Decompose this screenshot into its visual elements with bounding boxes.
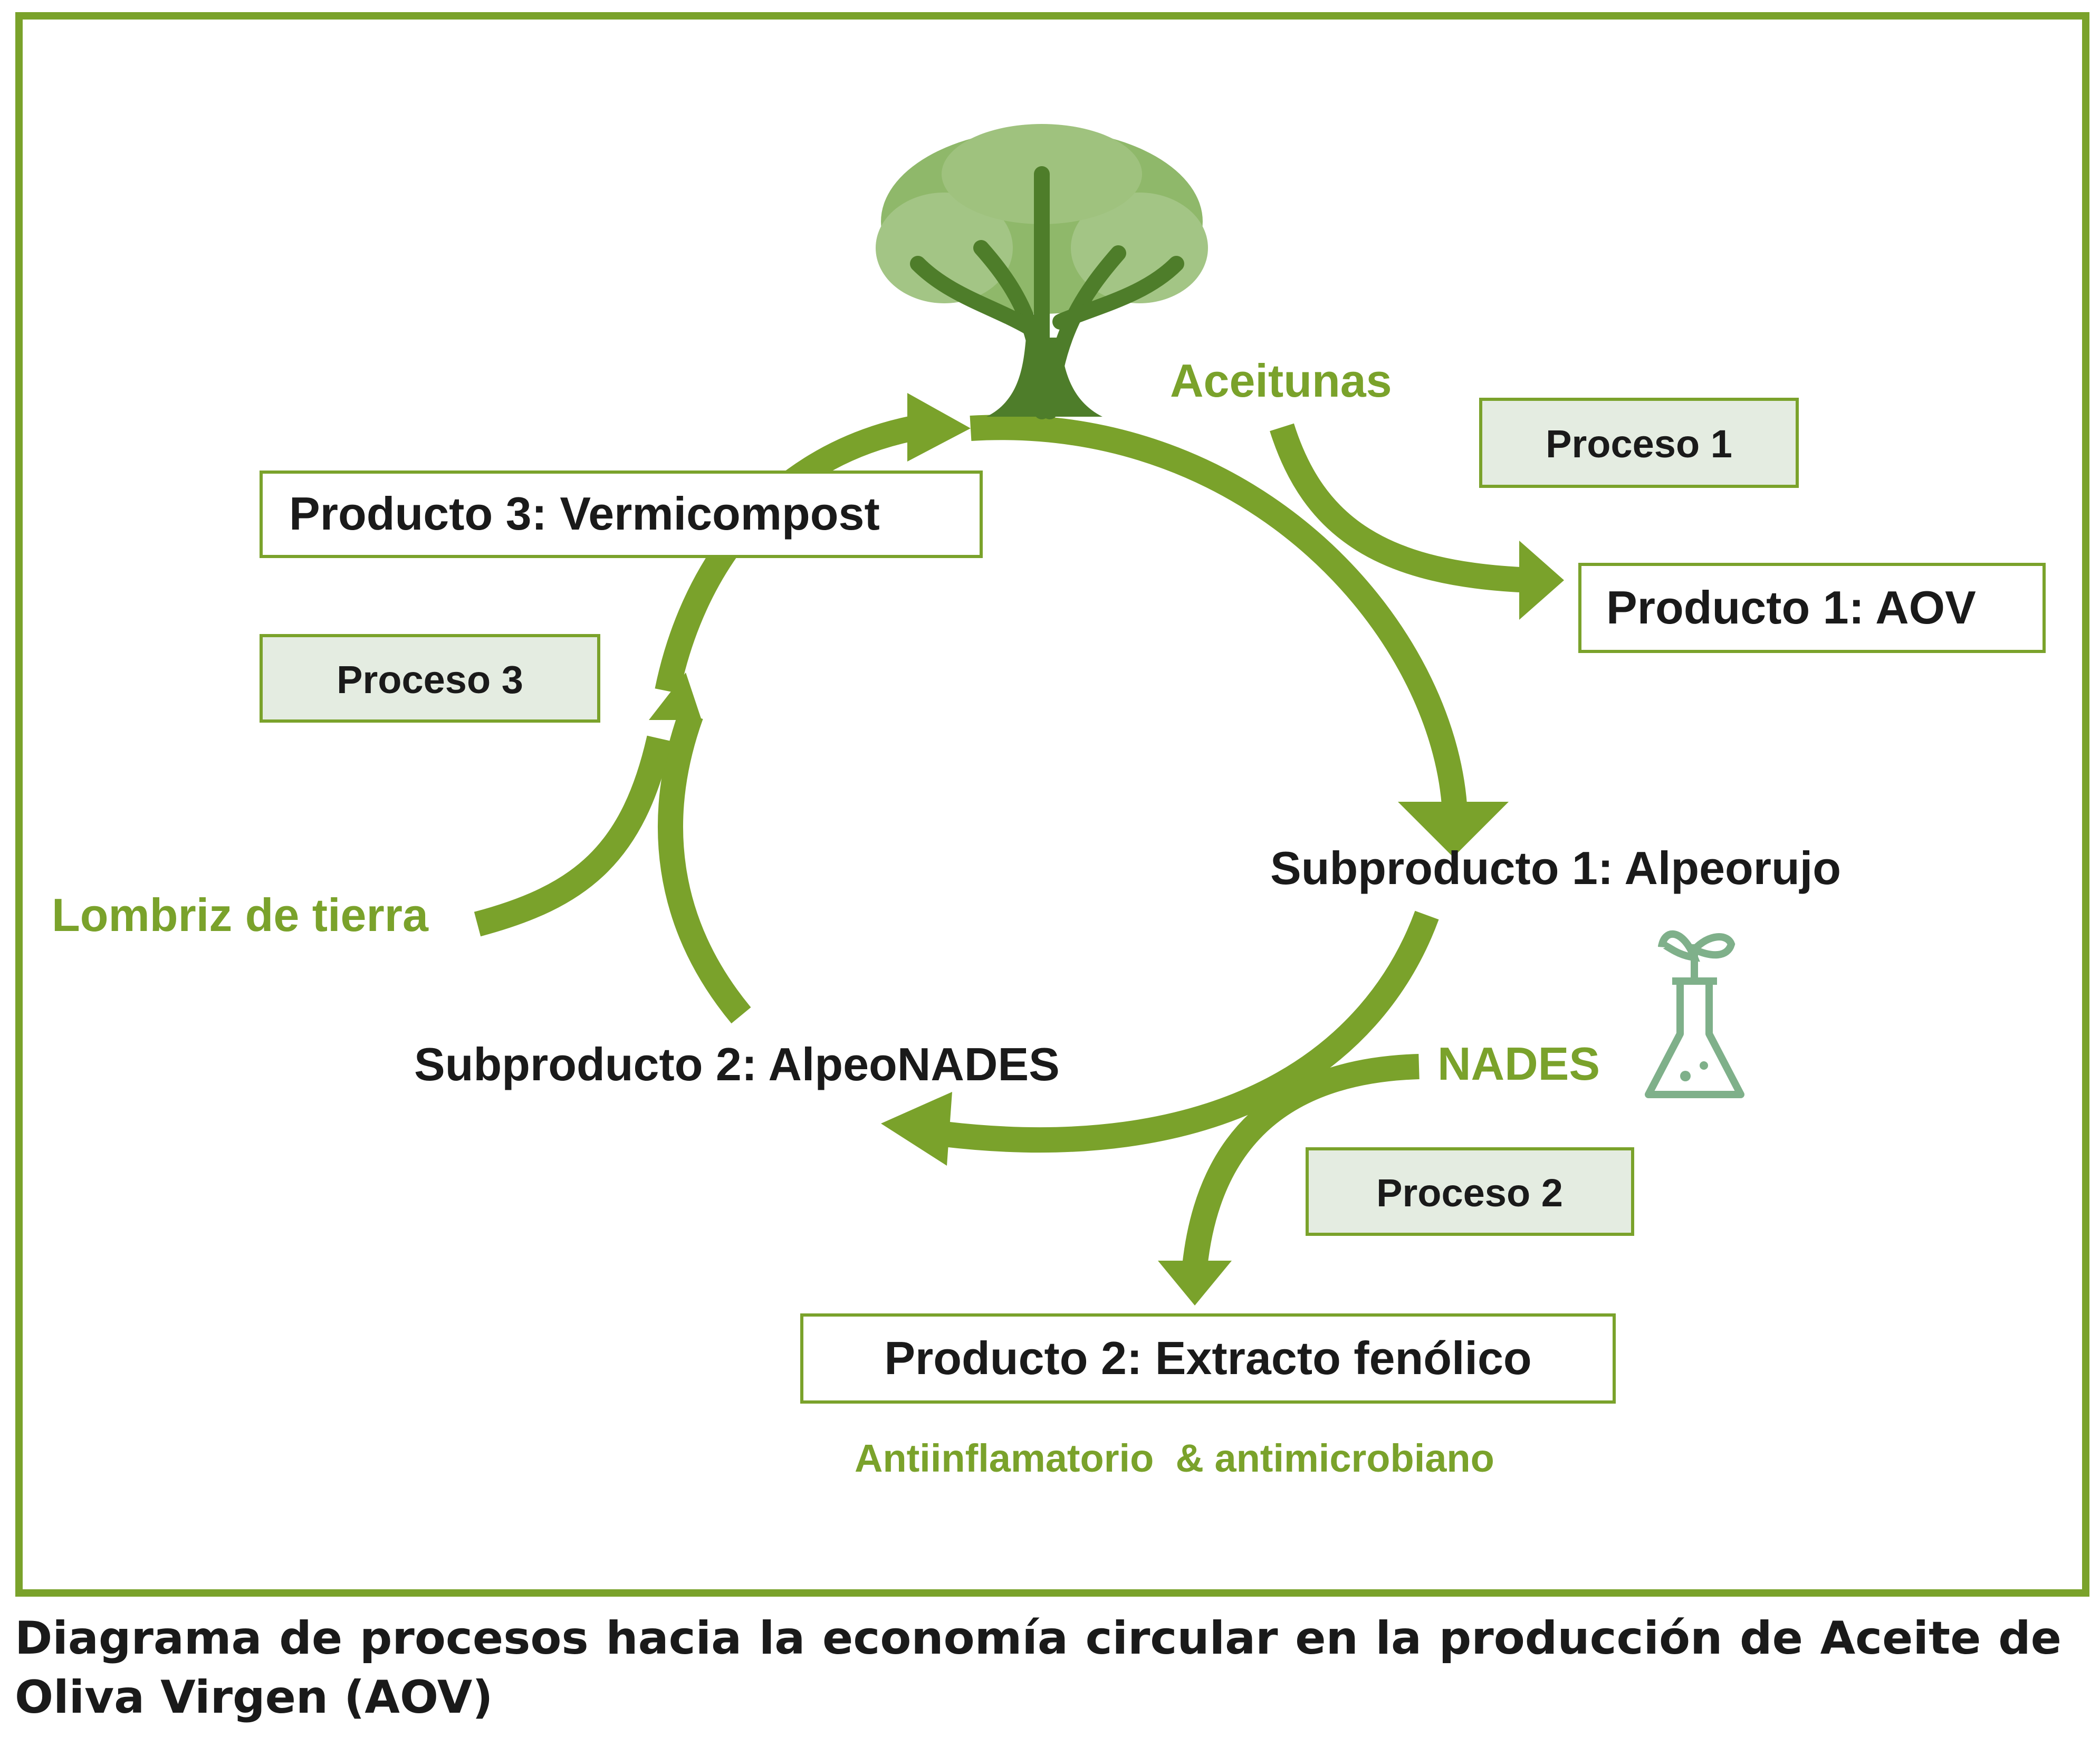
arc-sub1-to-sub2: [943, 910, 1439, 1153]
arc-nades-to-producto2: [1182, 1054, 1420, 1268]
arrowhead-producto1: [1519, 541, 1564, 620]
producto1-label: Producto 1: AOV: [1606, 581, 1976, 633]
subproducto1-label: Subproducto 1: Alpeorujo: [1270, 842, 1841, 894]
arrow-heads: [649, 393, 1564, 1306]
proceso2-box: [1306, 1147, 1634, 1236]
proceso1-label: Proceso 1: [1546, 422, 1732, 466]
arrowhead-sub1: [1398, 802, 1509, 857]
arc-sub2-upward: [658, 710, 751, 1024]
producto2-label: Producto 2: Extracto fenólico: [884, 1332, 1531, 1384]
flask-sprout-icon: [1645, 930, 1744, 1098]
figure-caption: Diagrama de procesos hacia la economía c…: [15, 1612, 2061, 1724]
arrowhead-sub2: [881, 1092, 952, 1166]
producto1-box: [1578, 563, 2046, 653]
antiinflamatorio-label: Antiinflamatorio & antimicrobiano: [855, 1436, 1494, 1480]
aceitunas-label: Aceitunas: [1170, 354, 1392, 407]
proceso3-box: [260, 634, 600, 723]
proceso3-label: Proceso 3: [337, 658, 523, 702]
producto3-label: Producto 3: Vermicompost: [289, 487, 880, 540]
lombriz-label: Lombriz de tierra: [52, 889, 429, 941]
producto2-box: [800, 1313, 1616, 1404]
olive-tree-icon: [876, 124, 1208, 419]
arrowhead-proceso3: [649, 673, 702, 720]
proceso1-box: [1479, 398, 1799, 488]
arrowhead-producto2: [1158, 1261, 1232, 1306]
nades-label: NADES: [1437, 1038, 1600, 1090]
proceso2-label: Proceso 2: [1376, 1171, 1563, 1215]
subproducto2-label: Subproducto 2: AlpeoNADES: [414, 1038, 1060, 1090]
arc-aceitunas-to-producto1: [1270, 423, 1533, 593]
process-diagram: Proceso 1 Proceso 2 Proceso 3 Producto 1…: [15, 12, 2089, 1597]
arrowhead-tree: [907, 393, 971, 462]
producto3-box: [260, 471, 983, 558]
arc-tree-to-sub1: [970, 415, 1468, 813]
arc-lombriz: [474, 735, 672, 937]
cycle-arrows: [474, 415, 1533, 1268]
